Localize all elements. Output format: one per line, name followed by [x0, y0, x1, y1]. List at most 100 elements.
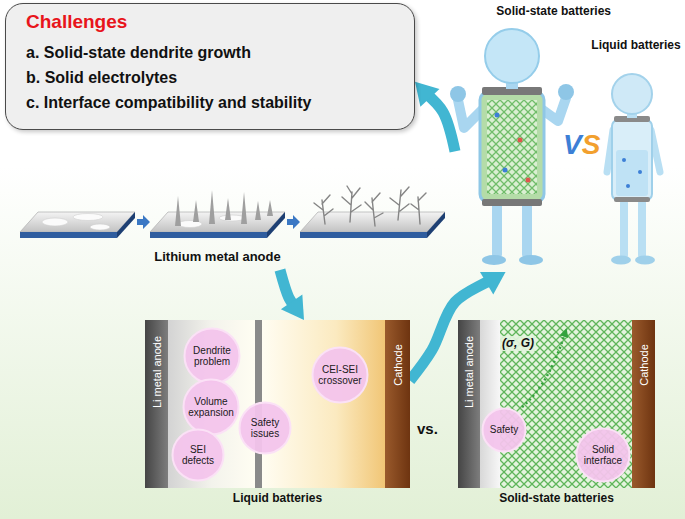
- leg: [620, 200, 628, 258]
- surface-bump: [219, 215, 245, 221]
- spike: [175, 196, 181, 226]
- bubble-outline: [313, 348, 368, 403]
- electrolyte-region: [262, 320, 385, 488]
- battery-cap: [482, 199, 542, 206]
- parameter-label-holder: (σ, G): [500, 336, 536, 351]
- head: [612, 74, 652, 114]
- leg: [492, 200, 502, 258]
- dendrite: [365, 193, 383, 226]
- comparison-label-holder: vs.: [417, 420, 438, 438]
- bubble-text: SEI defects: [176, 444, 220, 467]
- dendrite: [411, 193, 426, 224]
- sei-region: [168, 320, 255, 488]
- foot: [635, 256, 655, 265]
- slab-edge: [20, 232, 117, 238]
- battery-cap: [614, 197, 650, 202]
- liquid-battery-figure: Liquid batteries: [588, 38, 685, 273]
- bubble-outline: [173, 430, 224, 481]
- bubble-text: Safety: [490, 424, 518, 436]
- bubble-outline: [577, 429, 630, 482]
- spike: [225, 198, 231, 220]
- arrow-head: [281, 295, 304, 321]
- parameter-label: (σ, G): [500, 336, 536, 351]
- slab-edge: [427, 212, 445, 238]
- fist: [450, 86, 466, 102]
- bubble-outline: [240, 403, 291, 454]
- challenge-heading: Challenges: [26, 10, 127, 34]
- electrolyte: [616, 150, 648, 196]
- step-arrow: [137, 215, 150, 229]
- flow-arrow: [415, 82, 455, 152]
- band-label: Li metal anode: [463, 336, 476, 408]
- feature-bubble: Safety: [481, 407, 527, 453]
- foot: [482, 255, 506, 265]
- figure-caption: Liquid batteries: [588, 38, 685, 53]
- bubble-outline: [184, 380, 239, 435]
- bubble-outline: [185, 329, 240, 384]
- vs-mark: VS: [563, 130, 600, 160]
- solid-cell-panel: Solid-state batteriesLi metal anodeSafet…: [458, 320, 655, 488]
- band-label: Li metal anode: [150, 336, 163, 408]
- band-label: Cathode: [391, 344, 404, 386]
- feature-bubble: Solid interface: [575, 427, 631, 483]
- slab-edge: [150, 232, 267, 238]
- slab-top: [300, 212, 445, 232]
- ion-dot: [526, 178, 531, 183]
- battery-body: [612, 120, 652, 200]
- ion-dot: [638, 170, 642, 174]
- ion-dot: [518, 138, 523, 143]
- solid-battery-character: [450, 29, 574, 265]
- leg: [638, 200, 646, 258]
- foot: [611, 256, 631, 265]
- cathode-band: Cathode: [385, 320, 410, 488]
- liquid-cell-panel: Liquid batteriesLi metal anodeDendrite p…: [145, 320, 410, 488]
- cathode-band: Cathode: [632, 320, 655, 488]
- surface-bump: [42, 218, 68, 226]
- issue-bubble: Dendrite problem: [183, 327, 241, 385]
- arrow-shaft: [425, 93, 455, 152]
- challenge-box: Challengesa. Solid-state dendrite growth…: [5, 3, 415, 130]
- battery-core: [487, 100, 537, 194]
- anode-band: Li metal anode: [145, 320, 168, 488]
- liquid-battery-character: [607, 74, 660, 265]
- anode-slabs: [20, 186, 445, 238]
- issue-bubble: Safety issues: [238, 401, 292, 455]
- spike: [255, 201, 261, 220]
- interlayer-region: [480, 320, 500, 488]
- dendrite: [314, 195, 333, 224]
- anode-illustration: Lithium metal anode: [5, 165, 430, 270]
- panel-caption: Solid-state batteries: [458, 491, 655, 506]
- ion-dot: [622, 158, 626, 162]
- solid-electrolyte: [500, 320, 632, 488]
- spike: [193, 200, 199, 222]
- flow-arrow: [280, 270, 304, 320]
- panel-caption: Liquid batteries: [145, 491, 410, 506]
- step-arrow: [287, 215, 300, 229]
- dendrite: [390, 187, 409, 220]
- ion-dot: [495, 113, 500, 118]
- slab-edge: [117, 212, 135, 238]
- ion-dot: [503, 168, 508, 173]
- challenge-item: c. Interface compatibility and stability: [26, 90, 311, 115]
- band-label: Cathode: [637, 344, 650, 386]
- bubble-text: Volume expansion: [187, 396, 235, 419]
- bubble-text: CEI-SEI crossover: [316, 364, 364, 387]
- bubble-text: Dendrite problem: [188, 345, 236, 368]
- bubble-text: Solid interface: [580, 444, 626, 467]
- mark-letter: S: [582, 129, 601, 160]
- issue-bubble: SEI defects: [171, 428, 225, 482]
- arrow-head: [415, 82, 439, 107]
- dendrites: [314, 186, 426, 226]
- dendrite: [342, 186, 361, 222]
- arrow-shaft: [410, 280, 493, 381]
- foot: [519, 255, 543, 265]
- spike: [267, 200, 273, 216]
- surface-bump: [73, 214, 103, 221]
- head: [485, 29, 539, 83]
- slab-edge: [300, 232, 427, 238]
- ion-dot: [626, 184, 630, 188]
- issue-bubble: CEI-SEI crossover: [311, 346, 369, 404]
- issue-bubble: Volume expansion: [182, 378, 240, 436]
- solid-cell-ground: [480, 320, 632, 488]
